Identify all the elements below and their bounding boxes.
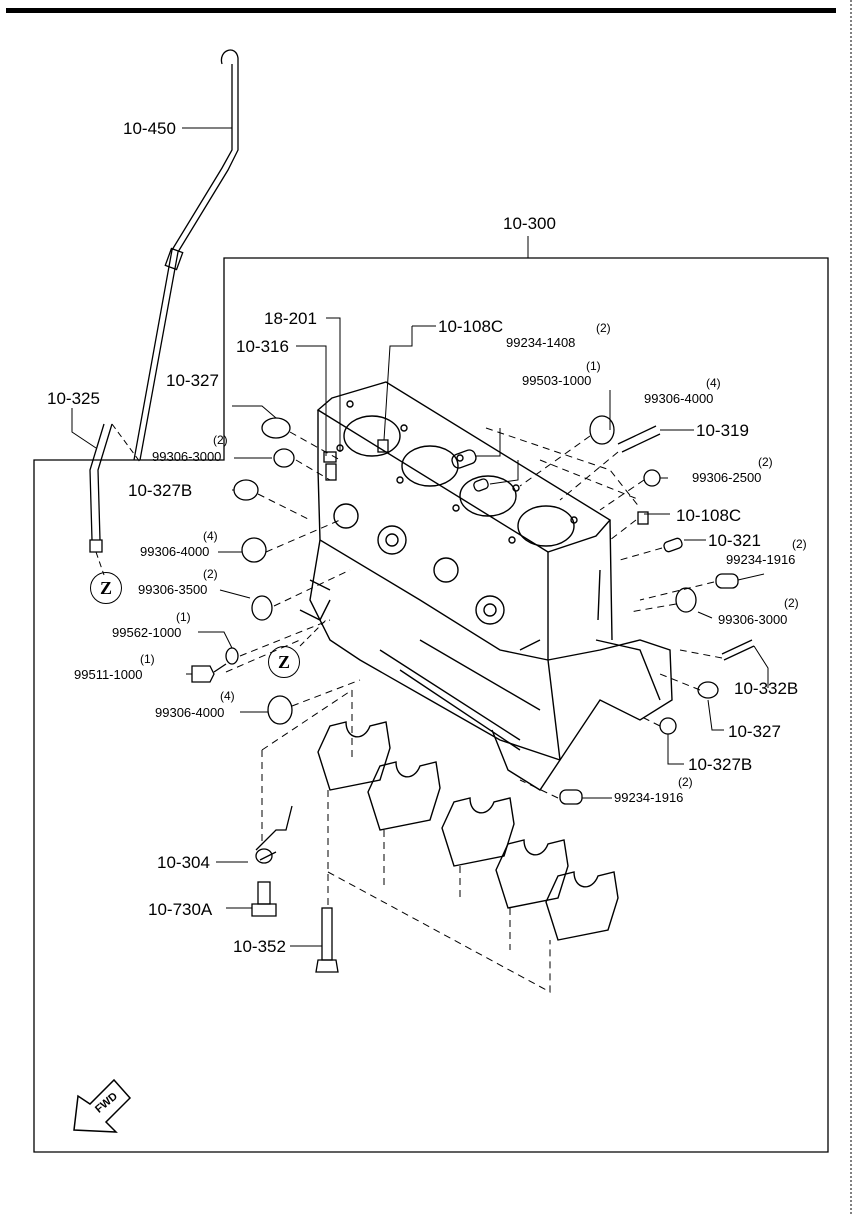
label-10-327-right: 10-327 [728,722,781,741]
qty-99306-3000-left: (2) [213,433,228,447]
label-10-108c-right: 10-108C [676,506,742,525]
qty-99306-4000-top: (4) [706,376,721,390]
qty-99234-1916-top: (2) [792,537,807,551]
z-marker-left: Z [90,572,122,604]
label-10-327-left: 10-327 [166,371,219,390]
z-marker-center: Z [268,646,300,678]
qty-99234-1916-bot: (2) [678,775,693,789]
qty-99562-1000: (1) [176,610,191,624]
label-99306-3000-right: 99306-3000 [718,612,788,627]
leader-lines [186,317,769,947]
label-99234-1916-bot: 99234-1916 [614,790,684,805]
label-99562-1000: 99562-1000 [112,625,182,640]
label-10-327b-right: 10-327B [688,755,753,774]
label-10-304: 10-304 [157,853,210,872]
assembly-frame [33,257,829,1153]
label-10-321: 10-321 [708,531,761,550]
fwd-arrow-icon [73,1078,132,1133]
qty-99306-3000-right: (2) [784,596,799,610]
qty-99511-1000: (1) [140,652,155,666]
label-99234-1408: 99234-1408 [506,335,576,350]
qty-99306-2500: (2) [758,455,773,469]
dipstick [133,49,239,461]
label-10-352: 10-352 [233,937,286,956]
label-99306-3500: 99306-3500 [138,582,208,597]
main-bearing-caps [317,721,619,941]
label-10-730a: 10-730A [148,900,213,919]
leader-10-325 [71,408,97,449]
qty-99503-1000: (1) [586,359,601,373]
label-99306-3000-left: 99306-3000 [152,449,222,464]
qty-99306-3500: (2) [203,567,218,581]
label-10-327b-left: 10-327B [128,481,193,500]
label-10-108c-top: 10-108C [438,317,504,336]
top-rule [6,8,836,13]
label-10-316: 10-316 [236,337,289,356]
cylinder-block [299,381,673,791]
label-10-450: 10-450 [123,119,176,138]
label-99306-4000-mid: 99306-4000 [140,544,210,559]
label-10-319: 10-319 [696,421,749,440]
label-18-201: 18-201 [264,309,317,328]
label-10-332b: 10-332B [734,679,799,698]
label-99511-1000: 99511-1000 [74,667,143,682]
assembly-guides [225,427,723,993]
label-10-325: 10-325 [47,389,100,408]
label-99234-1916-top: 99234-1916 [726,552,796,567]
label-10-300: 10-300 [503,214,556,233]
label-99503-1000: 99503-1000 [522,373,592,388]
small-parts [191,415,755,973]
label-99306-4000-bot: 99306-4000 [155,705,225,720]
qty-99306-4000-mid: (4) [203,529,218,543]
dipstick-tube [89,423,113,553]
label-99306-4000-top: 99306-4000 [644,391,714,406]
qty-99306-4000-bot: (4) [220,689,235,703]
label-99306-2500: 99306-2500 [692,470,762,485]
qty-99234-1408: (2) [596,321,611,335]
